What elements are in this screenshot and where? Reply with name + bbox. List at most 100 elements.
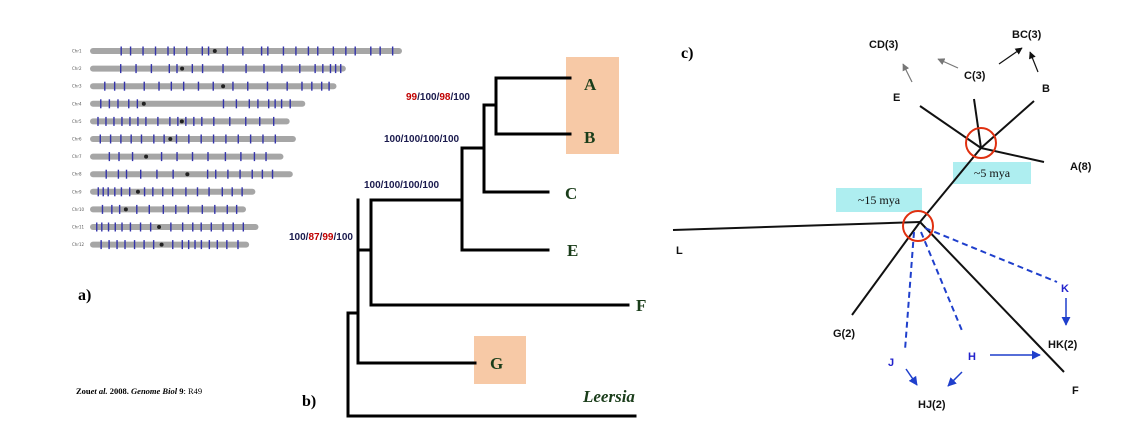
gene-marker xyxy=(117,99,119,109)
gene-marker xyxy=(152,240,155,250)
gene-marker xyxy=(307,46,310,56)
gene-marker xyxy=(120,46,122,56)
branch-c-net xyxy=(973,98,982,149)
chromosome-label: Chr5 xyxy=(72,119,82,124)
node-hj2: HJ(2) xyxy=(918,399,946,411)
gene-marker xyxy=(137,116,139,126)
gene-marker xyxy=(201,46,204,56)
citation-volume: 9 xyxy=(177,386,183,396)
gene-marker xyxy=(109,134,112,144)
gene-marker xyxy=(226,46,228,56)
support-abcef-3: / xyxy=(320,232,323,243)
chromosome-bar xyxy=(90,65,346,72)
gene-marker xyxy=(328,81,330,91)
support-abcef-2: 87 xyxy=(308,232,320,243)
citation-etal: et al. xyxy=(91,386,108,396)
gene-marker xyxy=(391,46,394,56)
chromosome-bar xyxy=(90,100,306,107)
gene-marker xyxy=(281,64,283,74)
gene-marker xyxy=(100,99,102,109)
chromosome-label: Chr10 xyxy=(72,207,85,212)
chromosome-bar xyxy=(90,153,284,160)
node-cd3: CD(3) xyxy=(869,39,899,51)
arrow-h-hj xyxy=(947,371,963,387)
node-circle-15 xyxy=(902,210,934,242)
centromere xyxy=(144,154,149,159)
gene-marker xyxy=(181,222,184,232)
gene-marker xyxy=(194,240,196,250)
node-b: B xyxy=(1042,83,1050,95)
branch-b-net xyxy=(980,100,1035,149)
gene-marker xyxy=(267,46,269,56)
gene-marker xyxy=(289,99,291,109)
node-l: L xyxy=(676,245,683,257)
gene-marker xyxy=(207,46,210,56)
gene-marker xyxy=(118,152,120,162)
gene-marker xyxy=(118,204,121,214)
gene-marker xyxy=(259,116,261,126)
node-hk2: HK(2) xyxy=(1048,339,1078,351)
panel-a-label: a) xyxy=(78,287,91,304)
gene-marker xyxy=(212,81,214,91)
gene-marker xyxy=(152,187,154,197)
gene-marker xyxy=(201,116,203,126)
support-ab-4: /100 xyxy=(451,92,471,103)
leaf-leersia: Leersia xyxy=(582,387,635,406)
gene-marker xyxy=(99,134,101,144)
gene-marker xyxy=(156,169,158,179)
arrow-j-hj xyxy=(905,368,918,386)
gene-marker xyxy=(354,46,356,56)
highlight-box-ab xyxy=(566,57,619,154)
gene-marker xyxy=(187,204,189,214)
citation-author: Zou xyxy=(76,386,91,396)
gene-marker xyxy=(345,46,347,56)
node-bc3: BC(3) xyxy=(1012,29,1042,41)
node-circle-5 xyxy=(965,127,997,159)
support-abcef-4: 99 xyxy=(322,232,334,243)
gene-marker xyxy=(171,187,174,197)
centromere xyxy=(185,172,190,177)
gene-marker xyxy=(120,64,122,74)
gene-marker xyxy=(222,64,224,74)
arrow-c-cd xyxy=(937,58,959,69)
gene-marker xyxy=(108,152,111,162)
gene-marker xyxy=(263,64,265,74)
gene-marker xyxy=(176,64,178,74)
gene-marker xyxy=(235,204,238,214)
gene-marker xyxy=(130,134,132,144)
gene-marker xyxy=(249,134,252,144)
support-abcef: 100/87/99/100 xyxy=(289,232,353,243)
gene-marker xyxy=(224,152,227,162)
node-j: J xyxy=(888,357,894,369)
gene-marker xyxy=(170,81,173,91)
chromosome-bar xyxy=(90,241,250,248)
gene-marker xyxy=(177,116,179,126)
gene-marker xyxy=(121,222,123,232)
gene-marker xyxy=(128,99,130,109)
gene-marker xyxy=(124,240,126,250)
gene-marker xyxy=(173,46,175,56)
gene-marker xyxy=(143,187,146,197)
gene-marker xyxy=(322,64,324,74)
chromosome-label: Chr3 xyxy=(72,84,82,89)
gene-marker xyxy=(163,134,165,144)
panel-a-chromosome-map: Chr1Chr2Chr3Chr4Chr5Chr6Chr7Chr8Chr9Chr1… xyxy=(72,46,402,250)
gene-marker xyxy=(206,169,209,179)
gene-marker xyxy=(140,169,142,179)
gene-marker xyxy=(182,81,185,91)
leaf-c: C xyxy=(565,184,577,203)
centromere xyxy=(157,225,162,229)
gene-marker xyxy=(200,134,202,144)
gene-marker xyxy=(97,116,99,126)
gene-marker xyxy=(135,64,137,74)
gene-marker xyxy=(145,116,147,126)
gene-marker xyxy=(208,240,211,250)
gene-marker xyxy=(257,99,259,109)
gene-marker xyxy=(105,169,107,179)
gene-marker xyxy=(262,134,264,144)
chromosome-label: Chr11 xyxy=(72,225,85,230)
gene-marker xyxy=(197,81,200,91)
gene-marker xyxy=(210,222,213,232)
dashed-link-k xyxy=(924,227,1058,283)
citation: Zouet al. 2008. Genome Biol 9: R49 xyxy=(76,386,202,396)
